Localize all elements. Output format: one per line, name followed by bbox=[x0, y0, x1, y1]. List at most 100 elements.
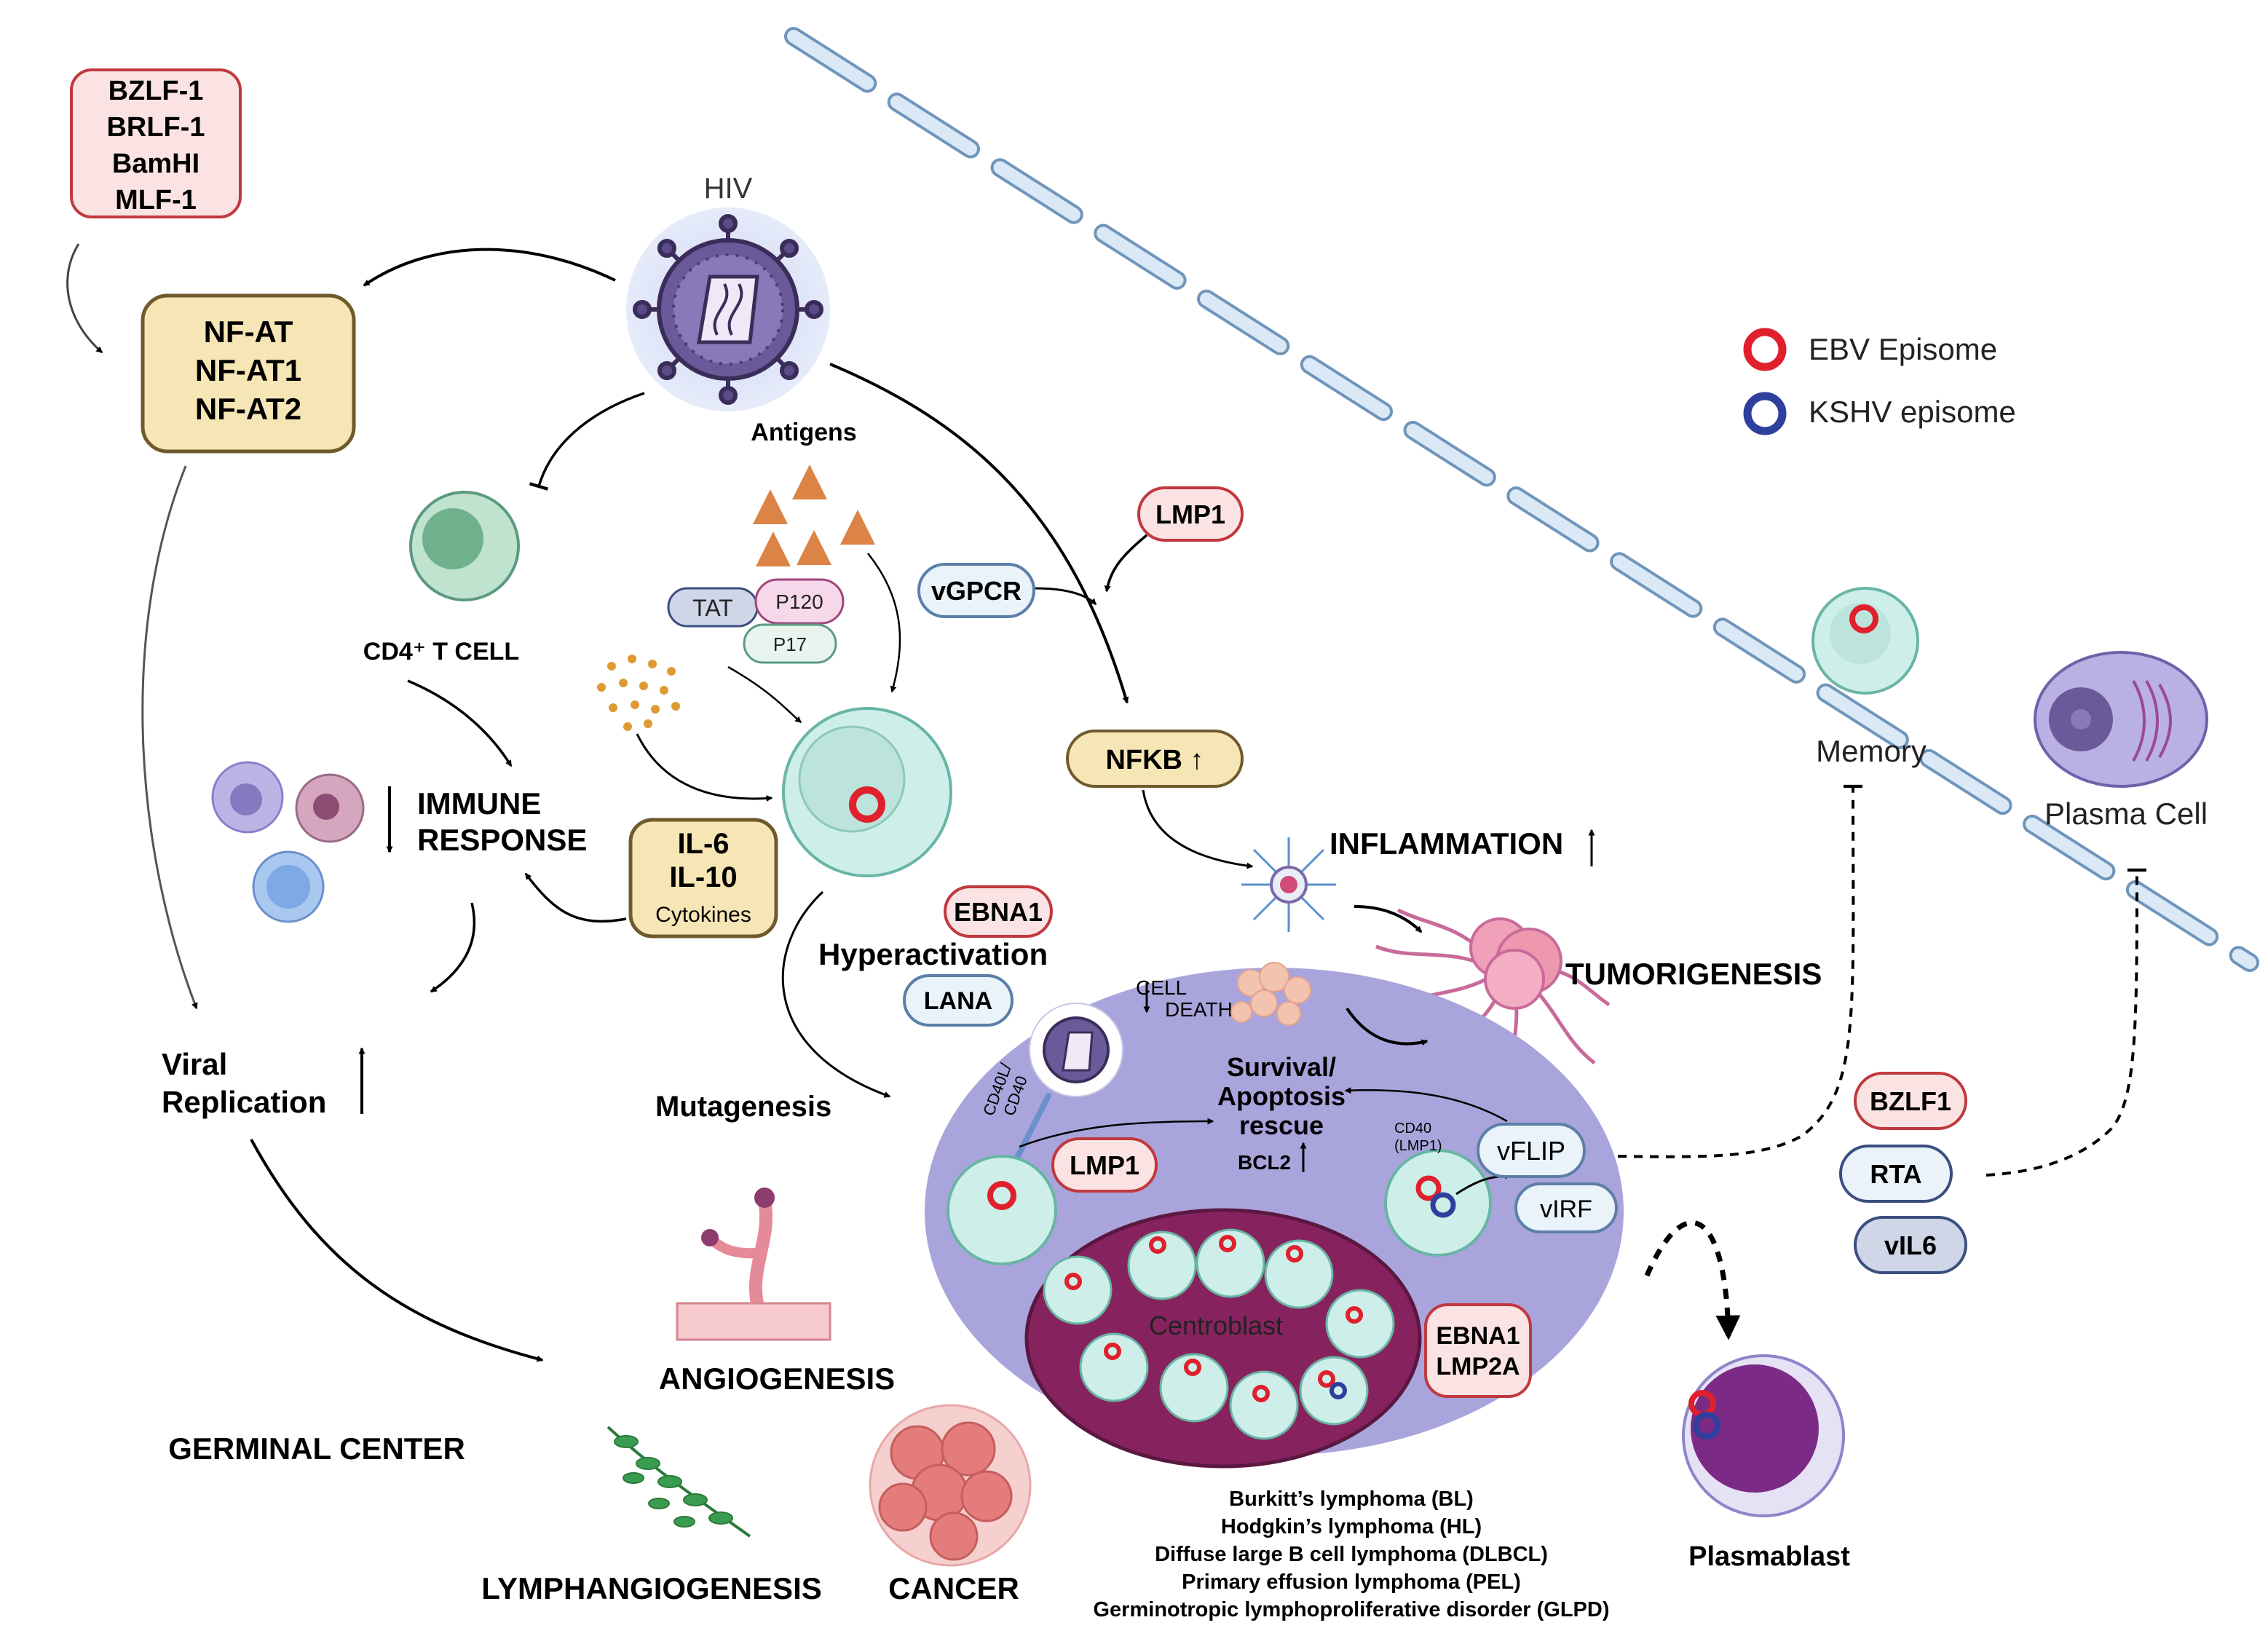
nfat-label: NF-AT bbox=[204, 315, 293, 349]
p17-label: P17 bbox=[773, 633, 807, 655]
arrow-cytokines-to-immune bbox=[524, 872, 627, 923]
ebna1-top-pill: EBNA1 bbox=[944, 885, 1053, 938]
arrow-bcell-to-germinal bbox=[781, 890, 891, 1098]
hiv-virion bbox=[626, 208, 830, 411]
survival-label-line3: rescue bbox=[1239, 1110, 1324, 1140]
plasma-cell-label: Plasma Cell bbox=[2044, 797, 2208, 831]
lmp1-mid-pill: LMP1 bbox=[1051, 1137, 1158, 1193]
survival-label-line2: Apoptosis bbox=[1217, 1081, 1346, 1111]
inflammation-cell-icon bbox=[1241, 837, 1336, 932]
nfat-box: NF-AT NF-AT1 NF-AT2 bbox=[141, 293, 356, 454]
nfat2-label: NF-AT2 bbox=[195, 392, 301, 426]
lymphoma-hl: Hodgkin’s lymphoma (HL) bbox=[1221, 1515, 1482, 1538]
lmp1-mid-label: LMP1 bbox=[1070, 1150, 1139, 1180]
ebna1-top-label: EBNA1 bbox=[954, 897, 1043, 927]
vil6-pill: vIL6 bbox=[1854, 1216, 1967, 1274]
survival-label-line1: Survival/ bbox=[1227, 1052, 1336, 1082]
bamhi-gene-label: BamHI bbox=[112, 149, 199, 179]
immune-response-label-line1: IMMUNE bbox=[417, 786, 541, 821]
nfkb-label: NFKB ↑ bbox=[1105, 745, 1204, 775]
compartment-boundary-inner bbox=[787, 30, 2256, 969]
hiv-label: HIV bbox=[704, 173, 753, 205]
inflammation-label: INFLAMMATION bbox=[1329, 826, 1563, 861]
centroblast-label: Centroblast bbox=[1149, 1311, 1283, 1340]
vil6-label: vIL6 bbox=[1884, 1230, 1937, 1260]
central-bcell bbox=[782, 707, 952, 877]
cd40-receptor bbox=[1011, 1093, 1051, 1168]
cytokine-box: IL-6 IL-10 Cytokines bbox=[628, 818, 778, 939]
rta-label: RTA bbox=[1870, 1159, 1921, 1189]
brlf-gene-label: BRLF-1 bbox=[106, 112, 205, 143]
lmp2a-box-label: LMP2A bbox=[1436, 1353, 1520, 1380]
vflip-label: vFLIP bbox=[1497, 1136, 1565, 1166]
centroblast-cells bbox=[1043, 1228, 1395, 1440]
plasma-cell bbox=[2034, 651, 2208, 788]
tat-label: TAT bbox=[692, 595, 733, 621]
virf-label: vIRF bbox=[1540, 1196, 1592, 1223]
bzlf-gene-label: BZLF-1 bbox=[108, 76, 204, 106]
mutagenesis-label: Mutagenesis bbox=[655, 1091, 831, 1123]
lana-label: LANA bbox=[924, 987, 992, 1015]
cd4-tcell bbox=[409, 491, 520, 601]
arrow-nfkb-to-inflammation bbox=[1142, 789, 1254, 869]
nfkb-box: NFKB ↑ bbox=[1066, 730, 1244, 788]
lymphoma-pel: Primary effusion lymphoma (PEL) bbox=[1182, 1570, 1521, 1594]
arrow-lmp1-to-survival bbox=[1019, 1118, 1214, 1148]
germinal-bcell-left bbox=[947, 1155, 1057, 1265]
viral-replication-label-line2: Replication bbox=[162, 1085, 326, 1119]
arrow-cytokines-to-bcell bbox=[636, 733, 773, 802]
ebv-legend-label: EBV Episome bbox=[1809, 332, 1997, 366]
lymphoma-glpd: Germinotropic lymphoproliferative disord… bbox=[1094, 1598, 1610, 1621]
immune-response-label-line2: RESPONSE bbox=[417, 823, 587, 857]
tat-pill: TAT bbox=[667, 587, 759, 628]
arrow-vgpcr-to-nfkb bbox=[1035, 587, 1097, 606]
arrow-tat-to-bcell bbox=[727, 665, 802, 723]
memory-cell bbox=[1811, 587, 1919, 695]
plasmablast-label: Plasmablast bbox=[1688, 1541, 1850, 1572]
arrow-lmp1-to-nfkb bbox=[1104, 534, 1148, 593]
cytokine-dots bbox=[597, 655, 680, 731]
bzlf1-pill: BZLF1 bbox=[1854, 1072, 1967, 1130]
arrow-immune-to-replication bbox=[430, 902, 476, 993]
il10-label: IL-10 bbox=[669, 861, 737, 893]
arrow-hiv-to-nfkb bbox=[829, 363, 1129, 704]
arrow-cd4-to-immune bbox=[407, 679, 513, 767]
cd40-lmp1-label-line1: CD40 bbox=[1394, 1121, 1431, 1137]
cell-debris bbox=[1230, 962, 1311, 1026]
arrow-inflammation-to-tumor bbox=[1354, 905, 1423, 933]
cancer-label: CANCER bbox=[888, 1571, 1019, 1605]
kshv-episome-swatch bbox=[1743, 392, 1787, 435]
lymphoma-bl: Burkitt’s lymphoma (BL) bbox=[1229, 1487, 1474, 1511]
ebna1-lmp2a-box: EBNA1 LMP2A bbox=[1424, 1303, 1532, 1398]
bzlf-gene-box: BZLF-1 BRLF-1 BamHI MLF-1 bbox=[70, 68, 242, 218]
lmp1-top-label: LMP1 bbox=[1155, 499, 1225, 529]
p120-pill: P120 bbox=[754, 578, 845, 625]
hyperactivation-label: Hyperactivation bbox=[818, 937, 1048, 971]
arrow-replication-to-angiogenesis bbox=[250, 1139, 544, 1362]
dashed-to-plasmablast bbox=[1644, 1220, 1741, 1340]
viral-replication-label-line1: Viral bbox=[162, 1047, 227, 1081]
plasmablast-cell bbox=[1682, 1354, 1845, 1517]
dashed-to-memory bbox=[1617, 784, 1863, 1158]
antigen-triangles bbox=[753, 465, 875, 566]
germinal-bcell-right bbox=[1384, 1149, 1492, 1257]
vgpcr-label: vGPCR bbox=[931, 576, 1022, 606]
angiogenesis-label: ANGIOGENESIS bbox=[659, 1362, 895, 1396]
cd4-tcell-label: CD4⁺ T CELL bbox=[363, 638, 519, 665]
arrow-nfat-to-replication bbox=[141, 465, 198, 1010]
lymphangiogenesis-label: LYMPHANGIOGENESIS bbox=[481, 1571, 822, 1605]
arrow-antigens-to-bcell bbox=[867, 553, 901, 693]
ebv-episome-swatch bbox=[1743, 328, 1787, 371]
vflip-pill: vFLIP bbox=[1477, 1123, 1586, 1178]
arrow-bzlf-to-nfat bbox=[66, 243, 103, 354]
tumorigenesis-label: TUMORIGENESIS bbox=[1565, 957, 1822, 991]
lana-pill: LANA bbox=[903, 974, 1014, 1027]
rta-pill: RTA bbox=[1839, 1145, 1953, 1203]
cell-death-label-line1: CELL bbox=[1136, 976, 1187, 999]
cytokines-label: Cytokines bbox=[655, 903, 751, 927]
small-hiv-virion bbox=[1029, 1003, 1123, 1097]
kshv-legend-label: KSHV episome bbox=[1809, 395, 2016, 429]
bcl2-label: BCL2 bbox=[1238, 1151, 1291, 1174]
